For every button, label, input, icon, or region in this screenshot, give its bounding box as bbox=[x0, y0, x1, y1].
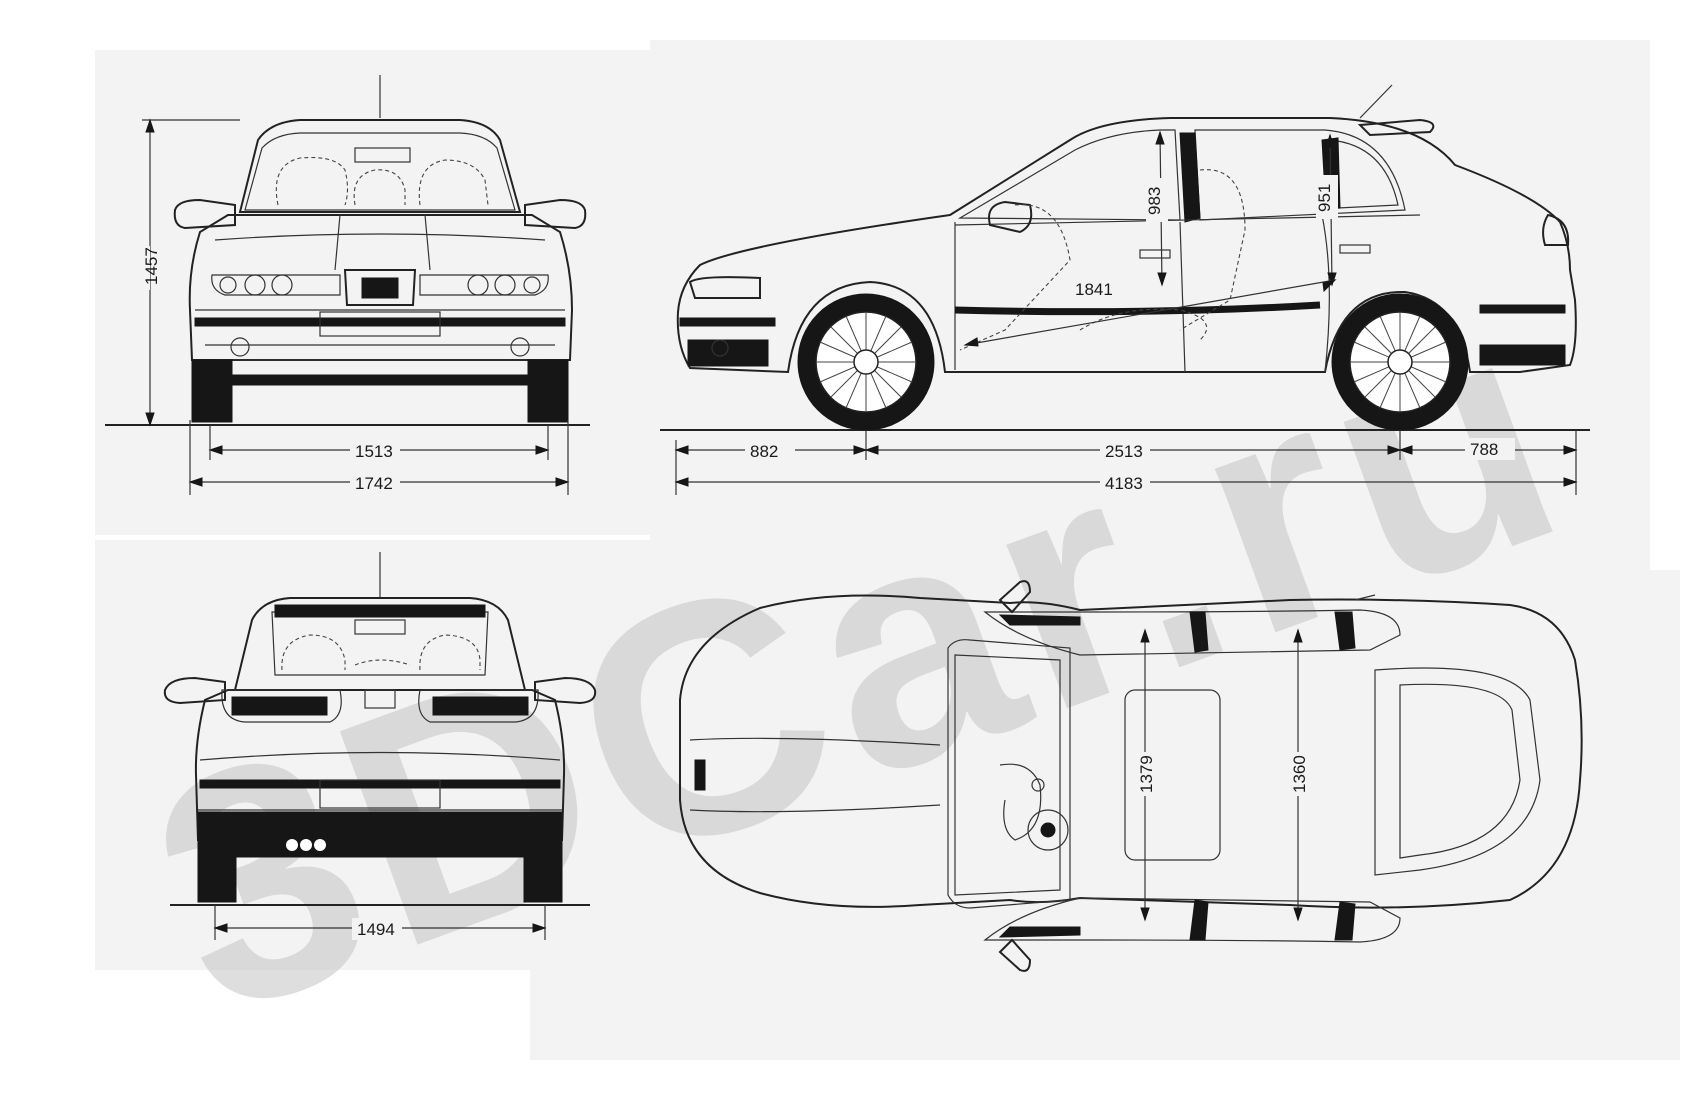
front-wheel bbox=[797, 293, 935, 431]
overall-width-label: 1742 bbox=[355, 474, 393, 493]
front-overhang-label: 882 bbox=[750, 442, 778, 461]
rear-track-label: 1494 bbox=[357, 920, 395, 939]
front-interior-width-label: 1379 bbox=[1137, 755, 1156, 793]
wheelbase-label: 2513 bbox=[1105, 442, 1143, 461]
overall-length-label: 4183 bbox=[1105, 474, 1143, 493]
rear-interior-width-label: 1360 bbox=[1290, 755, 1309, 793]
front-door-height-label: 983 bbox=[1145, 187, 1164, 215]
front-height-label: 1457 bbox=[142, 247, 161, 285]
front-view bbox=[105, 75, 590, 495]
rear-overhang-label: 788 bbox=[1470, 440, 1498, 459]
top-view-panel bbox=[530, 570, 1680, 1060]
rear-view bbox=[163, 552, 597, 940]
rear-door-height-label: 951 bbox=[1315, 184, 1334, 212]
front-track-label: 1513 bbox=[355, 442, 393, 461]
interior-length-label: 1841 bbox=[1075, 280, 1113, 299]
rear-wheel bbox=[1331, 293, 1469, 431]
side-view bbox=[660, 84, 1590, 495]
